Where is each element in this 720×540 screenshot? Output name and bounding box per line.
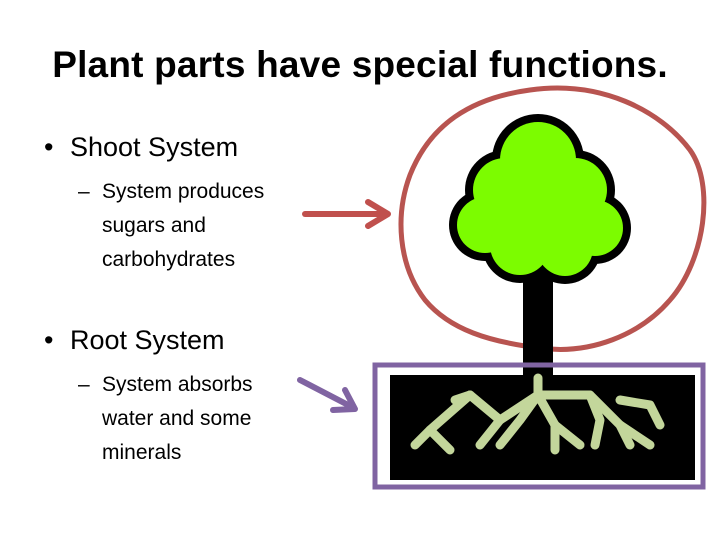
arrow-right-icon bbox=[302, 199, 391, 229]
tree-icon bbox=[449, 114, 631, 284]
sub-bullet-text: System produces sugars and carbohydrates bbox=[102, 180, 265, 271]
sub-bullet-marker: – bbox=[78, 180, 90, 203]
roots bbox=[410, 373, 665, 455]
bullet-marker: • bbox=[44, 132, 54, 162]
sub-bullet-text: System absorbs water and some minerals bbox=[102, 373, 253, 464]
bullet-label: Root System bbox=[70, 325, 225, 355]
arrow-right-icon bbox=[297, 377, 358, 413]
bullet-shoot-system: • Shoot System bbox=[44, 132, 238, 163]
sub-bullet-root: – System absorbs water and some minerals bbox=[78, 368, 302, 470]
bullet-root-system: • Root System bbox=[44, 325, 225, 356]
sub-bullet-marker: – bbox=[78, 373, 90, 396]
bullet-label: Shoot System bbox=[70, 132, 239, 162]
sub-bullet-shoot: – System produces sugars and carbohydrat… bbox=[78, 175, 302, 277]
bullet-marker: • bbox=[44, 325, 54, 355]
root-highlight-box bbox=[372, 362, 706, 490]
slide-title: Plant parts have special functions. bbox=[52, 44, 668, 85]
